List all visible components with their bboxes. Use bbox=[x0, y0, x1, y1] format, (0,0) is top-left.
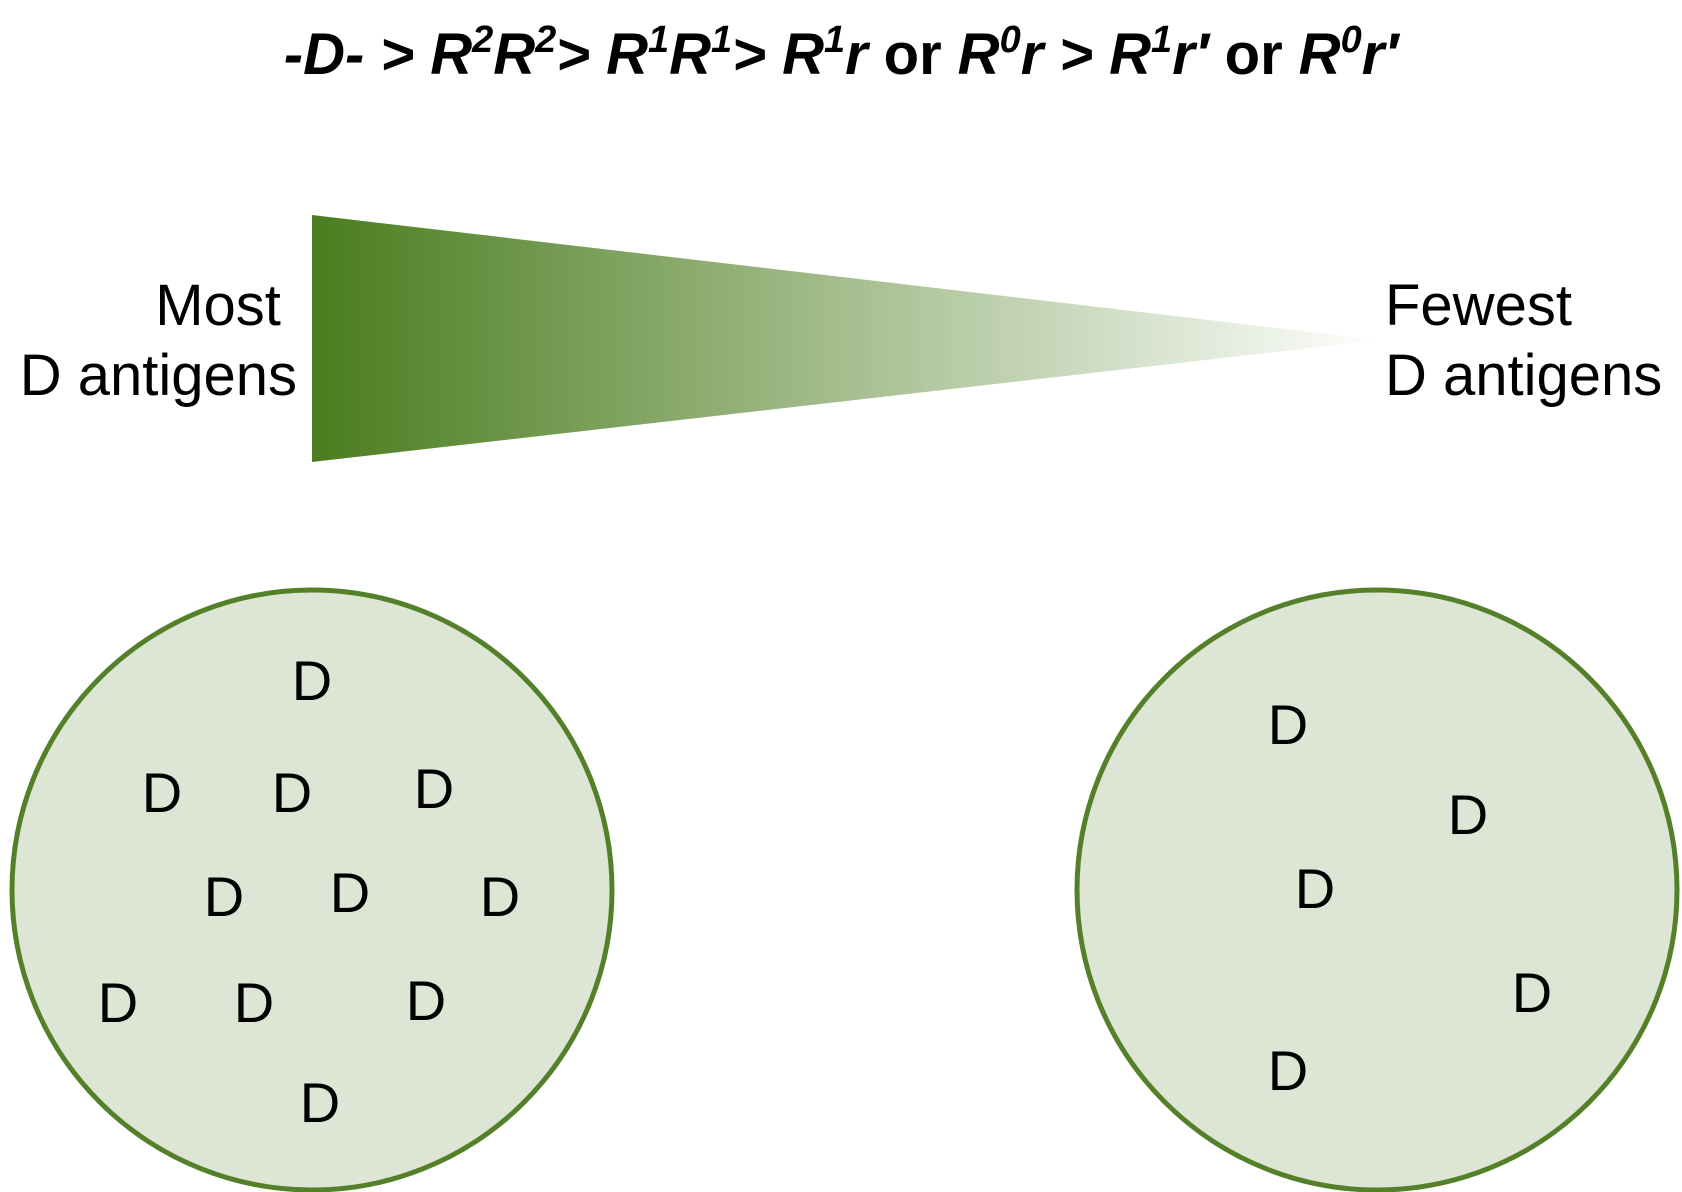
heading-part: 1 bbox=[1151, 19, 1172, 61]
heading-part: 0 bbox=[1000, 19, 1021, 61]
heading-part: R bbox=[669, 22, 711, 87]
heading-part: r bbox=[1021, 22, 1047, 87]
d-antigen-mark: D bbox=[1268, 1039, 1308, 1102]
heading-part: R bbox=[1109, 22, 1151, 87]
d-antigen-mark: D bbox=[292, 649, 332, 712]
heading-part: > bbox=[732, 22, 766, 87]
d-antigen-mark: D bbox=[480, 865, 520, 928]
d-antigen-mark: D bbox=[1448, 783, 1488, 846]
heading-part: r′ bbox=[1172, 22, 1211, 87]
heading-part: -D- bbox=[284, 22, 365, 87]
heading-part: R bbox=[1299, 22, 1341, 87]
heading-part: 1 bbox=[824, 19, 845, 61]
heading-part: or bbox=[1225, 22, 1283, 87]
d-antigen-marks-fewest: D D D D D bbox=[1268, 693, 1552, 1102]
fewest-label-line-1: Fewest bbox=[1385, 273, 1572, 338]
d-antigen-mark: D bbox=[300, 1071, 340, 1134]
d-antigen-mark: D bbox=[234, 971, 274, 1034]
most-label-line-2: D antigens bbox=[20, 343, 297, 408]
red-cell-outline bbox=[9, 587, 615, 1192]
heading-part: > bbox=[556, 22, 590, 87]
heading-part: R bbox=[782, 22, 824, 87]
d-antigen-mark: D bbox=[406, 969, 446, 1032]
red-cell-outline bbox=[1074, 587, 1680, 1192]
heading-part: r′ bbox=[1362, 22, 1401, 87]
heading-part: 1 bbox=[711, 19, 732, 61]
red-cell-fewest-d: D D D D D bbox=[1074, 587, 1680, 1192]
most-d-antigens-label: Most D antigens bbox=[20, 273, 297, 408]
heading-part: 1 bbox=[648, 19, 669, 61]
heading-part: or bbox=[884, 22, 942, 87]
heading-part: > bbox=[1059, 22, 1093, 87]
d-antigen-mark: D bbox=[1268, 693, 1308, 756]
d-antigen-mark: D bbox=[272, 761, 312, 824]
heading-part: 2 bbox=[534, 19, 556, 61]
most-label-line-1: Most bbox=[155, 273, 281, 338]
d-antigen-gradient-wedge bbox=[312, 215, 1380, 462]
d-antigen-mark: D bbox=[330, 861, 370, 924]
d-antigen-mark: D bbox=[98, 971, 138, 1034]
heading-part: 0 bbox=[1341, 19, 1362, 61]
heading-part: R bbox=[430, 22, 472, 87]
fewest-d-antigens-label: Fewest D antigens bbox=[1385, 273, 1662, 408]
d-antigen-mark: D bbox=[1295, 857, 1335, 920]
d-antigen-mark: D bbox=[1512, 961, 1552, 1024]
heading-part: > bbox=[380, 22, 414, 87]
d-antigen-mark: D bbox=[142, 761, 182, 824]
heading-part: R bbox=[958, 22, 1000, 87]
heading-part: R bbox=[606, 22, 648, 87]
fewest-label-line-2: D antigens bbox=[1385, 343, 1662, 408]
heading-part: R bbox=[493, 22, 535, 87]
d-antigen-mark: D bbox=[414, 757, 454, 820]
d-antigen-mark: D bbox=[204, 865, 244, 928]
heading-part: 2 bbox=[471, 19, 493, 61]
heading-part: r bbox=[845, 22, 871, 87]
